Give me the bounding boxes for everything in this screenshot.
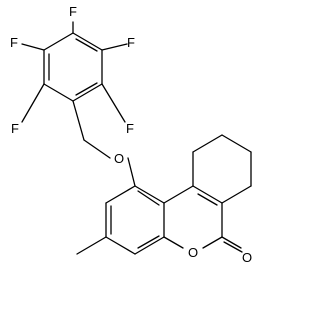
pentafluorophenyl-ring xyxy=(43,32,103,102)
structure-canvas: F F F F F O O O xyxy=(10,4,252,265)
methyl-bond xyxy=(76,236,107,255)
ring-oxygen-label: O xyxy=(188,245,198,260)
lactone-ring xyxy=(163,185,243,253)
c-f-bonds xyxy=(21,21,128,123)
benzyloxy-linker xyxy=(72,100,136,187)
f-lower-left-label: F xyxy=(11,121,19,136)
carbonyl-oxygen-label: O xyxy=(242,250,252,265)
atom-labels: F F F F F O O O xyxy=(10,4,252,265)
f-lower-right-label: F xyxy=(126,121,134,136)
aromatic-ring xyxy=(105,185,165,255)
ether-oxygen-label: O xyxy=(114,151,124,166)
f-top-label: F xyxy=(69,4,77,19)
molecule-structure: F F F F F O O O xyxy=(10,4,252,265)
f-upper-left-label: F xyxy=(10,35,18,50)
cyclohexene-ring xyxy=(192,134,252,204)
f-upper-right-label: F xyxy=(127,35,135,50)
